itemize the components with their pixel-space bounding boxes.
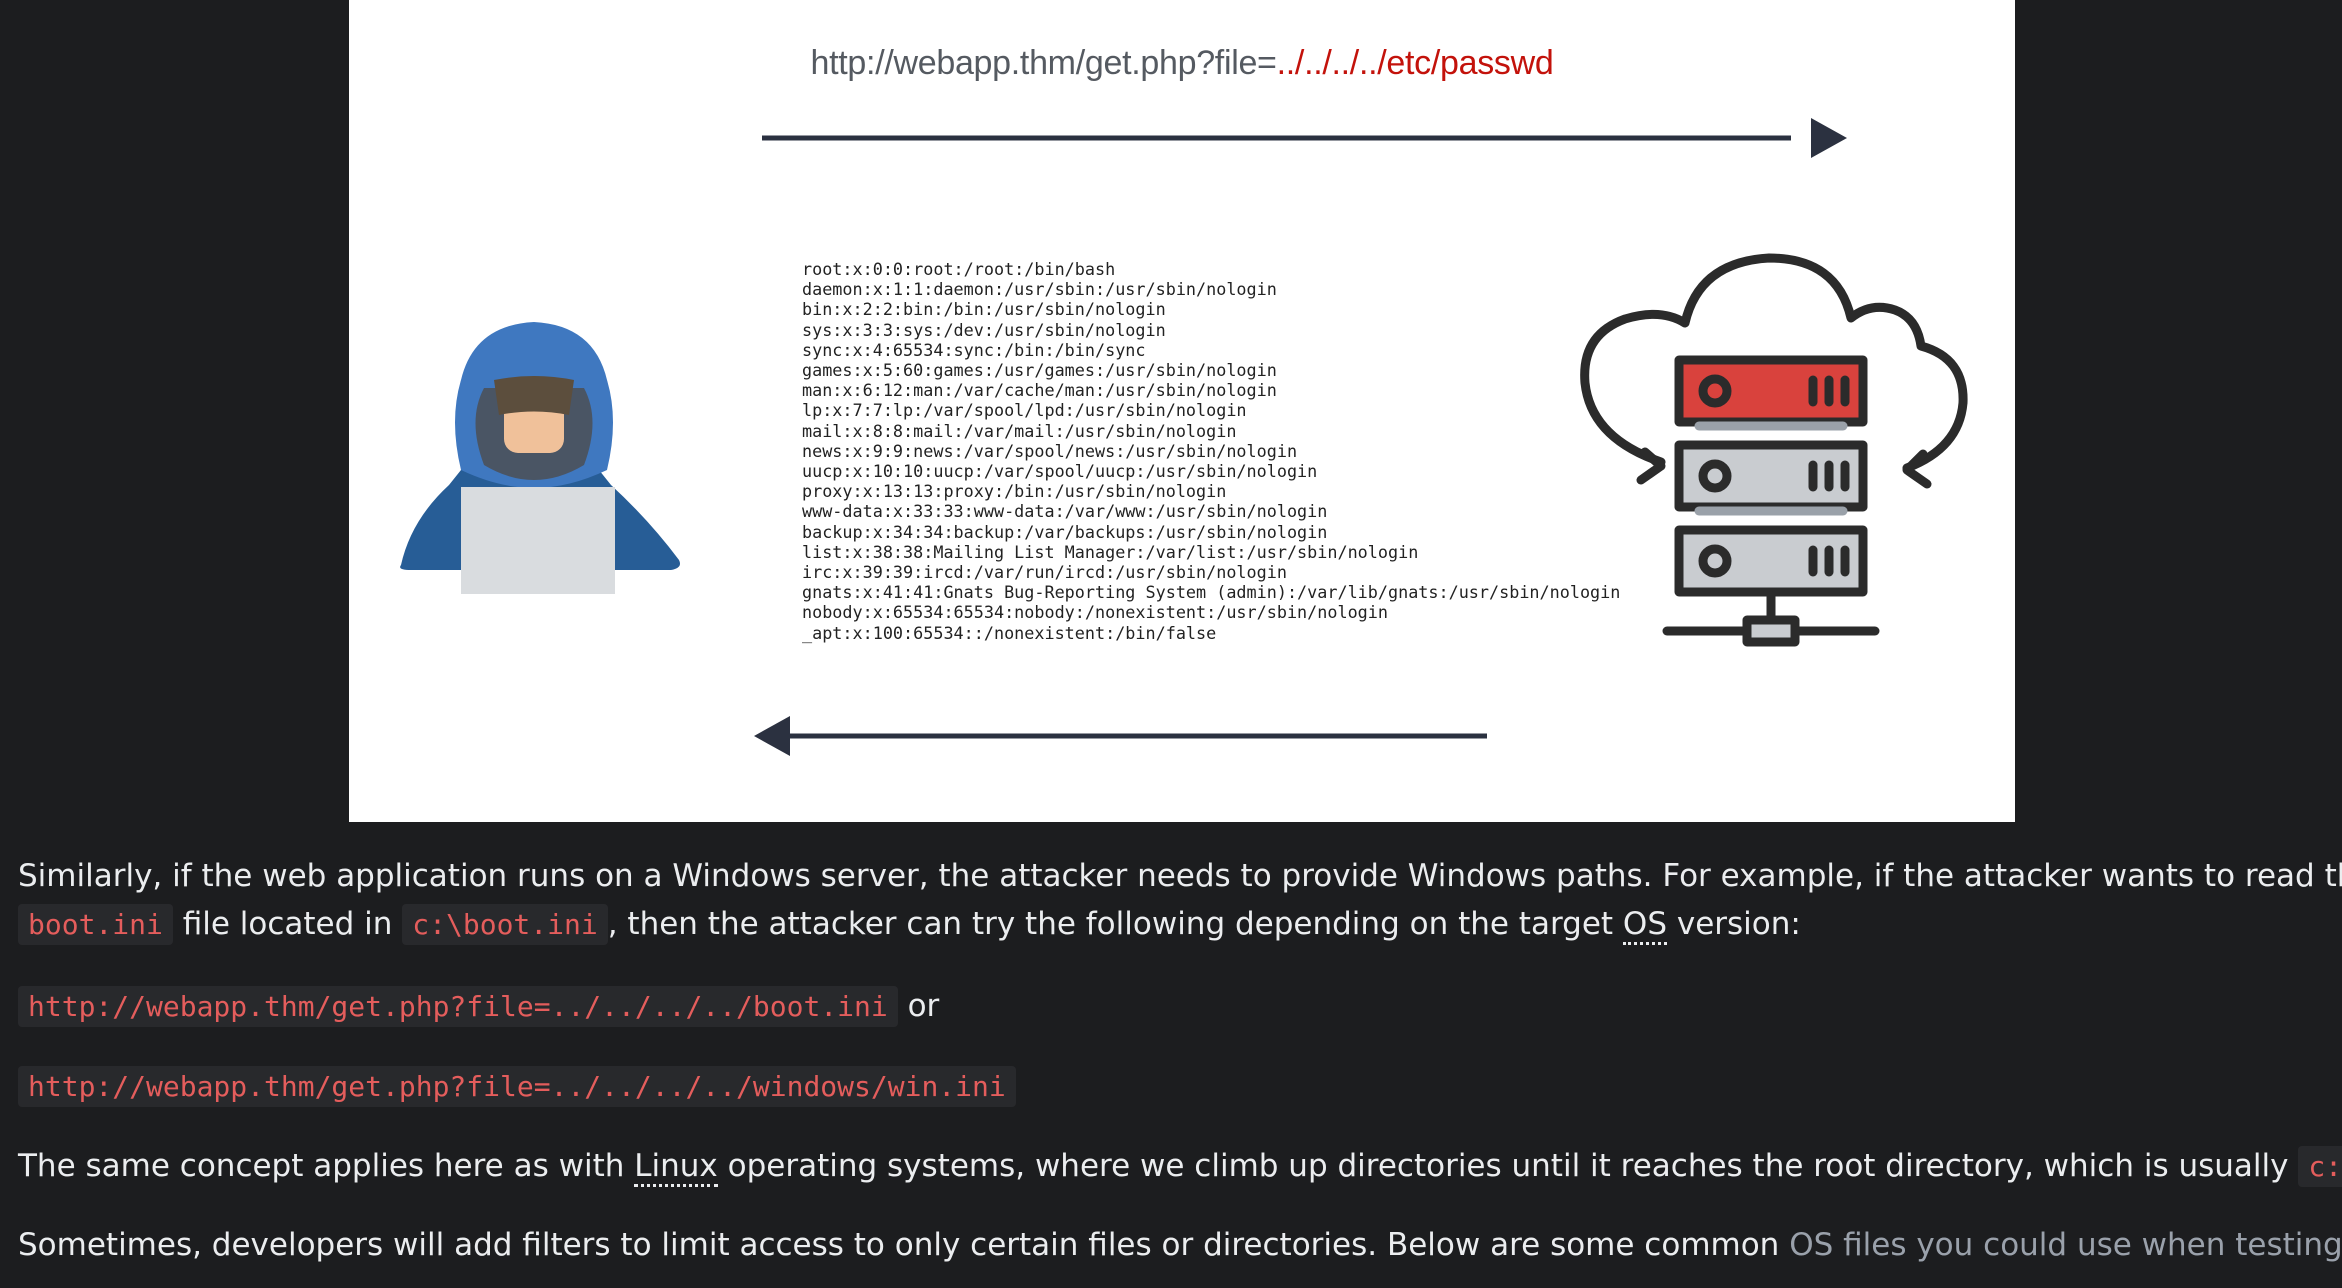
example-suffix: or — [897, 988, 940, 1024]
paragraph-text: version: — [1667, 906, 1801, 942]
passwd-line: daemon:x:1:1:daemon:/usr/sbin:/usr/sbin/… — [802, 279, 1277, 300]
passwd-line: bin:x:2:2:bin:/bin:/usr/sbin/nologin — [802, 299, 1166, 320]
paragraph-text: operating systems, where we climb up dir… — [717, 1148, 2299, 1184]
passwd-line: nobody:x:65534:65534:nobody:/nonexistent… — [802, 602, 1388, 623]
paragraph-windows-intro-cont: boot.ini file located in c:\boot.ini, th… — [18, 904, 2318, 945]
cloud-server-icon — [1580, 253, 1968, 647]
passwd-line: sys:x:3:3:sys:/dev:/usr/sbin/nologin — [802, 319, 1166, 340]
paragraph-linux-concept: The same concept applies here as with Li… — [18, 1146, 2342, 1187]
passwd-line: uucp:x:10:10:uucp:/var/spool/uucp:/usr/s… — [802, 461, 1318, 482]
paragraph-text: Similarly, if the web application runs o… — [18, 858, 2342, 894]
arrow-right-icon — [762, 118, 1847, 158]
passwd-line: mail:x:8:8:mail:/var/mail:/usr/sbin/nolo… — [802, 420, 1237, 441]
code-root: c:\ — [2298, 1146, 2342, 1187]
passwd-line: proxy:x:13:13:proxy:/bin:/usr/sbin/nolog… — [802, 481, 1227, 502]
passwd-line: sync:x:4:65534:sync:/bin:/bin/sync — [802, 339, 1146, 360]
request-url: http://webapp.thm/get.php?file=../../../… — [349, 44, 2015, 83]
passwd-line: games:x:5:60:games:/usr/games:/usr/sbin/… — [802, 360, 1277, 381]
paragraph-filters: Sometimes, developers will add filters t… — [18, 1227, 2342, 1263]
abbr-linux: Linux — [634, 1148, 718, 1187]
passwd-line: www-data:x:33:33:www-data:/var/www:/usr/… — [802, 501, 1328, 522]
paragraph-text: The same concept applies here as with — [18, 1148, 635, 1184]
passwd-line: news:x:9:9:news:/var/spool/news:/usr/sbi… — [802, 440, 1298, 461]
request-url-path: ../../../../etc/passwd — [1276, 44, 1554, 82]
passwd-line: irc:x:39:39:ircd:/var/run/ircd:/usr/sbin… — [802, 562, 1287, 583]
passwd-line: root:x:0:0:root:/root:/bin/bash — [802, 259, 1116, 279]
traversal-diagram: http://webapp.thm/get.php?file=../../../… — [349, 0, 2015, 822]
abbr-os: OS — [1622, 906, 1667, 945]
passwd-line: list:x:38:38:Mailing List Manager:/var/l… — [802, 541, 1419, 562]
passwd-line: gnats:x:41:41:Gnats Bug-Reporting System… — [802, 582, 1621, 603]
paragraph-text: file located in — [172, 906, 403, 942]
code-example-boot-ini: http://webapp.thm/get.php?file=../../../… — [18, 986, 898, 1027]
code-boot-ini: boot.ini — [18, 904, 173, 945]
paragraph-text-faded: OS files you could use when testing. — [1789, 1227, 2342, 1263]
passwd-output: root:x:0:0:root:/root:/bin/bash daemon:x… — [802, 259, 1620, 643]
passwd-line: man:x:6:12:man:/var/cache/man:/usr/sbin/… — [802, 380, 1277, 401]
paragraph-text: Sometimes, developers will add filters t… — [18, 1227, 1790, 1263]
paragraph-text: , then the attacker can try the followin… — [607, 906, 1623, 942]
arrow-left-icon — [754, 716, 1487, 756]
request-url-prefix: http://webapp.thm/get.php?file= — [810, 44, 1277, 82]
passwd-line: backup:x:34:34:backup:/var/backups:/usr/… — [802, 521, 1328, 542]
passwd-line: lp:x:7:7:lp:/var/spool/lpd:/usr/sbin/nol… — [802, 400, 1247, 421]
passwd-line: _apt:x:100:65534::/nonexistent:/bin/fals… — [802, 622, 1217, 643]
example-boot-ini: http://webapp.thm/get.php?file=../../../… — [18, 986, 2318, 1027]
code-boot-ini-path: c:\boot.ini — [402, 904, 608, 945]
hacker-icon — [400, 322, 680, 594]
paragraph-windows-intro: Similarly, if the web application runs o… — [18, 858, 2342, 894]
example-win-ini: http://webapp.thm/get.php?file=../../../… — [18, 1066, 2318, 1107]
code-example-win-ini: http://webapp.thm/get.php?file=../../../… — [18, 1066, 1016, 1107]
